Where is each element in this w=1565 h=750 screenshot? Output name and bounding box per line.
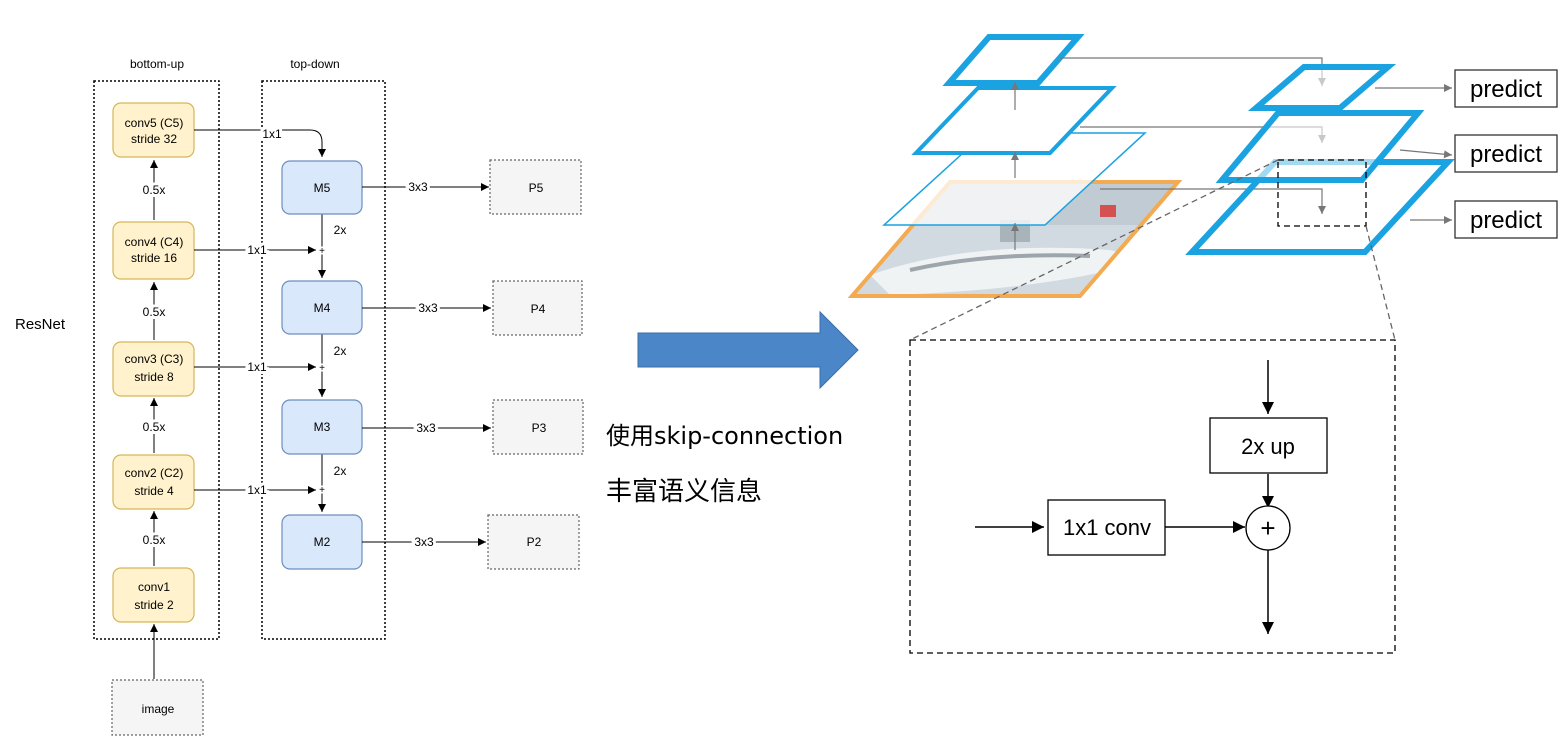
predict-label: predict (1470, 141, 1542, 168)
resnet-label: ResNet (15, 316, 66, 333)
bottom-up-frame (93, 80, 220, 640)
merge-plus: + (319, 246, 325, 257)
sum-symbol: + (1260, 513, 1275, 543)
upsample-label: 2x (334, 344, 347, 358)
stage-stride: stride 4 (134, 484, 174, 498)
bottom-up-title: bottom-up (130, 57, 184, 71)
transition-arrow-icon (637, 310, 859, 390)
node-label: P4 (531, 302, 546, 316)
feature-layer-2 (911, 86, 1117, 155)
lateral-label: 1x1 (247, 360, 267, 374)
node-label: P2 (527, 535, 542, 549)
node-m4: M4 (281, 280, 363, 335)
predict-label: predict (1470, 76, 1542, 103)
caption-line1: 使用skip-connection (606, 422, 843, 450)
conv3x3-label: 3x3 (416, 421, 436, 435)
output-layer-small (1247, 64, 1397, 111)
highlight-box (1277, 159, 1367, 227)
stage-conv5: conv5 (C5) stride 32 (112, 102, 195, 158)
upsample-label: 2x up (1241, 434, 1295, 459)
node-label: M5 (314, 181, 331, 195)
top-down-title: top-down (290, 57, 339, 71)
lateral-arrows (194, 129, 326, 494)
bottom-up-pyramid (847, 34, 1183, 298)
zoom-line-left (909, 159, 1279, 341)
image-label: image (142, 702, 175, 716)
output-arrows (362, 183, 491, 546)
sum-node: + (1245, 505, 1291, 551)
stage-conv3: conv3 (C3) stride 8 (112, 341, 195, 397)
node-p5: P5 (489, 159, 582, 215)
stage-conv4: conv4 (C4) stride 16 (112, 221, 195, 280)
downsample-label: 0.5x (143, 305, 166, 319)
downsample-label: 0.5x (143, 420, 166, 434)
predict-box-3: predict (1454, 200, 1558, 239)
stage-name: conv1 (138, 580, 170, 594)
lateral-label: 1x1 (247, 483, 267, 497)
lateral-conv-label: 1x1 conv (1063, 515, 1151, 540)
detail-frame (909, 339, 1396, 654)
predict-label: predict (1470, 207, 1542, 234)
image-input: image (111, 679, 204, 736)
node-p4: P4 (492, 280, 583, 336)
predict-box-2: predict (1454, 134, 1558, 173)
upsample-label: 2x (334, 223, 347, 237)
stage-stride: stride 16 (131, 251, 177, 265)
output-layer-large (1185, 159, 1455, 255)
stage-conv2: conv2 (C2) stride 4 (112, 454, 195, 510)
conv3x3-label: 3x3 (414, 535, 434, 549)
node-m5: M5 (281, 160, 363, 215)
node-label: P5 (529, 181, 544, 195)
node-label: M4 (314, 301, 331, 315)
node-label: M3 (314, 420, 331, 434)
merge-plus: + (319, 363, 325, 374)
top-down-frame (261, 80, 386, 640)
stage-stride: stride 2 (134, 598, 174, 612)
output-layer-medium (1215, 110, 1425, 183)
downsample-label: 0.5x (143, 183, 166, 197)
downsample-label: 0.5x (143, 533, 166, 547)
detail-arrows (975, 360, 1274, 634)
stage-name: conv4 (C4) (125, 235, 184, 249)
feature-layer-1 (882, 132, 1147, 226)
node-label: M2 (314, 535, 331, 549)
caption-line2: 丰富语义信息 (606, 477, 762, 507)
conv3x3-label: 3x3 (418, 301, 438, 315)
lateral-label: 1x1 (247, 243, 267, 257)
lateral-conv-block: 1x1 conv (1047, 499, 1166, 556)
stage-conv1: conv1 stride 2 (112, 567, 195, 623)
predict-arrows (1375, 84, 1453, 224)
node-p3: P3 (492, 399, 584, 455)
stage-stride: stride 32 (131, 132, 177, 146)
lateral-label: 1x1 (262, 127, 282, 141)
upsample-block: 2x up (1209, 417, 1328, 474)
stage-name: conv2 (C2) (125, 466, 184, 480)
stage-name: conv5 (C5) (125, 116, 184, 130)
node-m2: M2 (281, 514, 363, 570)
node-p2: P2 (487, 514, 580, 570)
top-down-pyramid (1185, 64, 1455, 255)
stage-name: conv3 (C3) (125, 352, 184, 366)
feature-layer-3 (942, 34, 1085, 86)
predict-box-1: predict (1454, 69, 1558, 108)
node-m3: M3 (281, 399, 363, 455)
node-label: P3 (532, 421, 547, 435)
upsample-label: 2x (334, 464, 347, 478)
lateral-c5-arrow (194, 129, 326, 157)
conv3x3-label: 3x3 (408, 180, 428, 194)
merge-plus: + (319, 485, 325, 496)
stage-stride: stride 8 (134, 370, 174, 384)
